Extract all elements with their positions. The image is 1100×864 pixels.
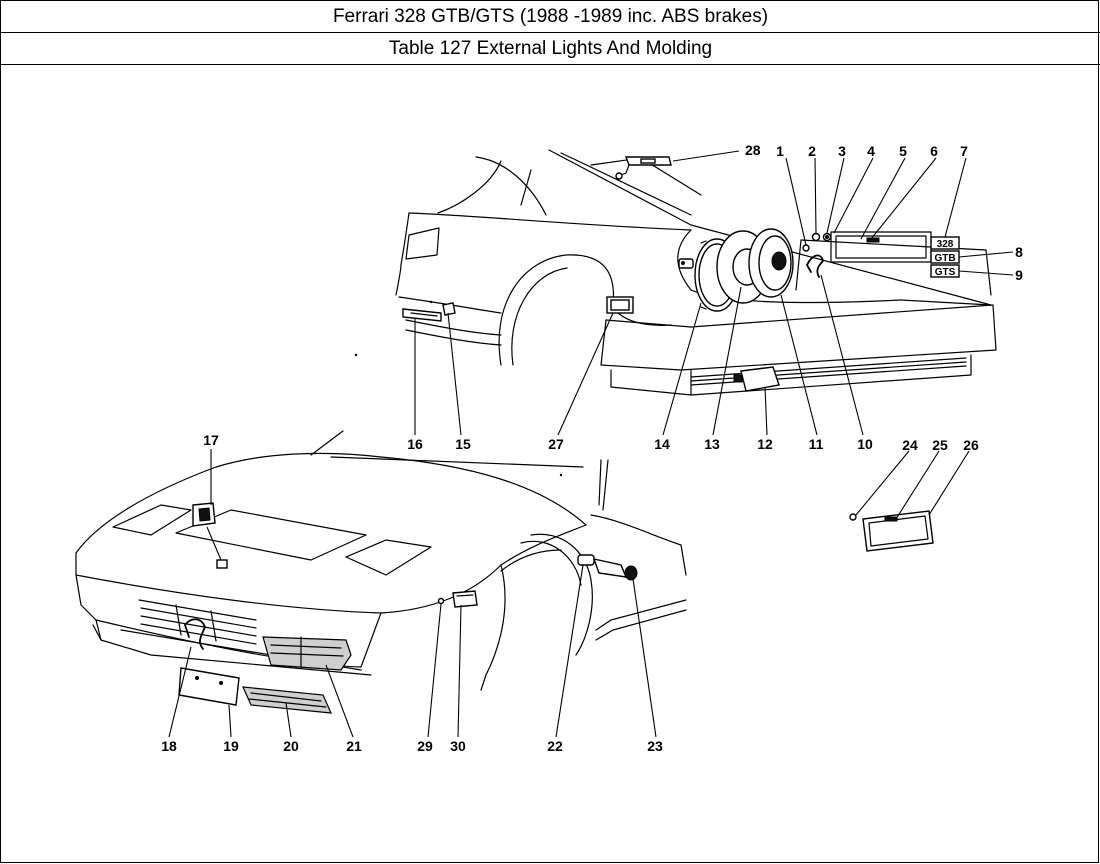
callout-19: 19 — [223, 738, 239, 754]
callout-13: 13 — [704, 436, 720, 452]
callout-2: 2 — [808, 143, 816, 159]
front-lower-lamp — [242, 686, 332, 714]
callout-4: 4 — [867, 143, 875, 159]
front-plate-bracket — [178, 667, 240, 706]
callout-15: 15 — [455, 436, 471, 452]
parts-diagram: 328 GTB GTS — [1, 65, 1100, 864]
badge-gtb: GTB — [934, 253, 955, 264]
callout-23: 23 — [647, 738, 663, 754]
callout-26: 26 — [963, 437, 979, 453]
front-emblems — [184, 502, 228, 650]
callout-28: 28 — [745, 142, 761, 158]
callout-5: 5 — [899, 143, 907, 159]
callout-25: 25 — [932, 437, 948, 453]
license-plate-frame — [849, 510, 934, 552]
callout-3: 3 — [838, 143, 846, 159]
callout-labels: 28 1 2 3 4 5 6 7 8 9 10 11 12 13 14 15 1… — [161, 142, 1023, 754]
callout-27: 27 — [548, 436, 564, 452]
side-repeater — [437, 590, 478, 608]
callout-11: 11 — [809, 436, 824, 452]
badge-328: 328 — [937, 239, 954, 250]
callout-24: 24 — [902, 437, 918, 453]
callout-12: 12 — [757, 436, 773, 452]
front-indicator-lamp — [262, 636, 352, 671]
callout-1: 1 — [776, 143, 784, 159]
model-title: Ferrari 328 GTB/GTS (1988 -1989 inc. ABS… — [1, 1, 1100, 33]
leader-lines — [168, 150, 1014, 738]
callout-10: 10 — [857, 436, 873, 452]
badge-gts: GTS — [935, 267, 956, 278]
callout-14: 14 — [654, 436, 670, 452]
callout-7: 7 — [960, 143, 968, 159]
callout-17: 17 — [203, 432, 219, 448]
callout-6: 6 — [930, 143, 938, 159]
side-molding-parts — [402, 302, 456, 322]
table-title: Table 127 External Lights And Molding — [1, 33, 1100, 65]
callout-21: 21 — [346, 738, 362, 754]
rear-lamp-assembly: 328 GTB GTS — [678, 228, 960, 312]
third-brake-light — [615, 156, 672, 180]
callout-9: 9 — [1015, 267, 1023, 283]
callout-18: 18 — [161, 738, 177, 754]
callout-16: 16 — [407, 436, 423, 452]
callout-22: 22 — [547, 738, 563, 754]
front-car-view — [75, 430, 687, 691]
fender-lamp — [577, 554, 638, 581]
callout-30: 30 — [450, 738, 466, 754]
callout-29: 29 — [417, 738, 433, 754]
callout-20: 20 — [283, 738, 299, 754]
rear-fog-lamp — [733, 366, 780, 392]
callout-8: 8 — [1015, 244, 1023, 260]
